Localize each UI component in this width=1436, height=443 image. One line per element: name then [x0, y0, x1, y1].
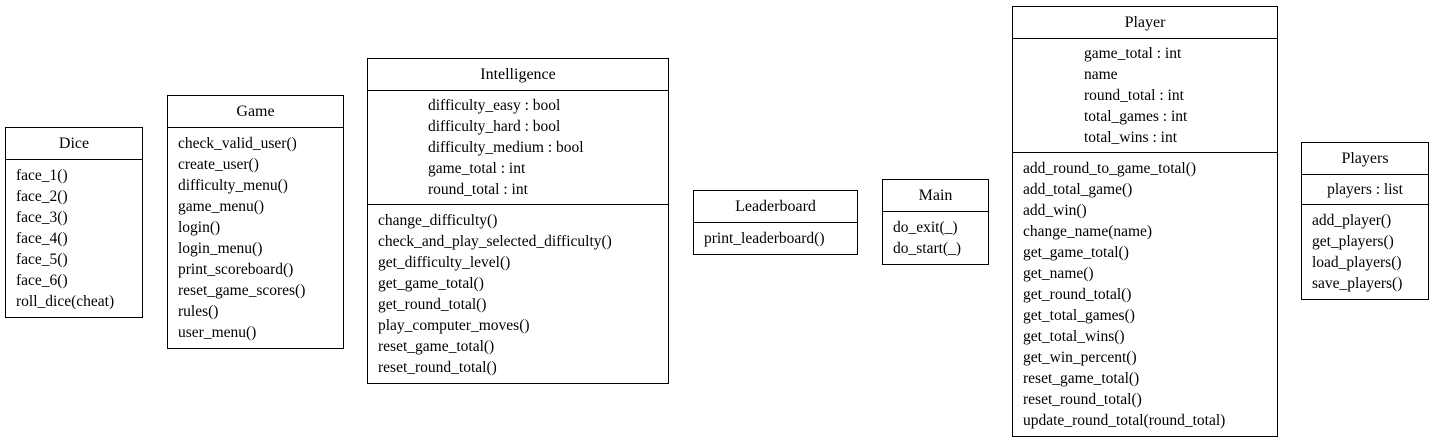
class-main: Main do_exit(_) do_start(_): [882, 179, 989, 265]
operations-list: print_leaderboard(): [694, 223, 857, 254]
operation: save_players(): [1312, 275, 1403, 292]
operation: print_scoreboard(): [178, 261, 294, 278]
operation: login_menu(): [178, 240, 263, 257]
attributes-list: players : list: [1302, 175, 1428, 205]
operation: face_5(): [16, 251, 68, 268]
attribute: total_games : int: [1084, 108, 1188, 125]
attribute: difficulty_medium : bool: [428, 139, 584, 156]
operation: get_total_games(): [1023, 307, 1135, 324]
attribute: round_total : int: [428, 181, 528, 198]
operations-list: check_valid_user() create_user() difficult…: [168, 128, 343, 348]
operations-list: change_difficulty() check_and_play_select…: [368, 205, 668, 383]
attribute: difficulty_easy : bool: [428, 97, 561, 114]
class-name: Main: [883, 180, 988, 212]
operation: game_menu(): [178, 198, 265, 215]
class-dice: Dice face_1()face_2()face_3()face_4()fac…: [5, 127, 143, 318]
attribute: round_total : int: [1084, 87, 1184, 104]
operation: get_game_total(): [378, 275, 484, 292]
operation: reset_round_total(): [1023, 391, 1142, 408]
class-name: Game: [168, 96, 343, 128]
attributes-list: game_total : int name round_total : int tot…: [1013, 39, 1277, 153]
operation: reset_round_total(): [378, 359, 497, 376]
operation: reset_game_total(): [378, 338, 495, 355]
operation: change_name(name): [1023, 223, 1153, 240]
operation: get_round_total(): [378, 296, 487, 313]
class-game: Game check_valid_user() create_user()diff…: [167, 95, 344, 349]
operation: check_valid_user(): [178, 135, 297, 152]
operation: user_menu(): [178, 324, 257, 341]
operation: get_game_total(): [1023, 244, 1129, 261]
attribute: total_wins : int: [1084, 129, 1177, 146]
operation: get_players(): [1312, 233, 1394, 250]
operations-list: add_player() get_players() load_players()s…: [1302, 205, 1428, 299]
operation: get_total_wins(): [1023, 328, 1125, 345]
operation: face_2(): [16, 188, 68, 205]
operation: reset_game_total(): [1023, 370, 1140, 387]
class-name: Players: [1302, 143, 1428, 175]
operation: reset_game_scores(): [178, 282, 306, 299]
operation: face_4(): [16, 230, 68, 247]
operation: print_leaderboard(): [704, 230, 825, 247]
operation: get_round_total(): [1023, 286, 1132, 303]
operation: add_round_to_game_total(): [1023, 160, 1197, 177]
operation: play_computer_moves(): [378, 317, 530, 334]
class-player: Player game_total : int name round_total :…: [1012, 6, 1278, 437]
attributes-list: difficulty_easy : bool difficulty_hard : …: [368, 91, 668, 205]
attribute: name: [1084, 66, 1118, 83]
operation: difficulty_menu(): [178, 177, 288, 194]
operations-list: do_exit(_) do_start(_): [883, 212, 988, 264]
operations-list: face_1() face_2() face_3() face_4() face_5()…: [6, 160, 142, 317]
attribute: game_total : int: [1084, 45, 1182, 62]
operation: do_exit(_): [893, 219, 958, 236]
operation: get_name(): [1023, 265, 1094, 282]
attribute: difficulty_hard : bool: [428, 118, 561, 135]
operation: add_total_game(): [1023, 181, 1133, 198]
operations-list: add_round_to_game_total() add_total_game(…: [1013, 153, 1277, 436]
class-name: Leaderboard: [694, 191, 857, 223]
operation: load_players(): [1312, 254, 1402, 271]
operation: get_win_percent(): [1023, 349, 1137, 366]
operation: get_difficulty_level(): [378, 254, 511, 271]
operation: update_round_total(round_total): [1023, 412, 1226, 429]
operation: login(): [178, 219, 221, 236]
class-players: Players players : list add_player() get_p…: [1301, 142, 1429, 300]
attribute: players : list: [1327, 181, 1403, 198]
operation: face_3(): [16, 209, 68, 226]
operation: add_win(): [1023, 202, 1087, 219]
attribute: game_total : int: [428, 160, 526, 177]
class-name: Intelligence: [368, 59, 668, 91]
operation: create_user(): [178, 156, 259, 173]
operation: do_start(_): [893, 240, 962, 257]
operation: add_player(): [1312, 212, 1392, 229]
class-leaderboard: Leaderboard print_leaderboard(): [693, 190, 858, 255]
class-name: Dice: [6, 128, 142, 160]
class-name: Player: [1013, 7, 1277, 39]
operation: roll_dice(cheat): [16, 293, 115, 310]
operation: check_and_play_selected_difficulty(): [378, 233, 612, 250]
operation: face_1(): [16, 167, 68, 184]
operation: rules(): [178, 303, 219, 320]
operation: face_6(): [16, 272, 68, 289]
operation: change_difficulty(): [378, 212, 498, 229]
